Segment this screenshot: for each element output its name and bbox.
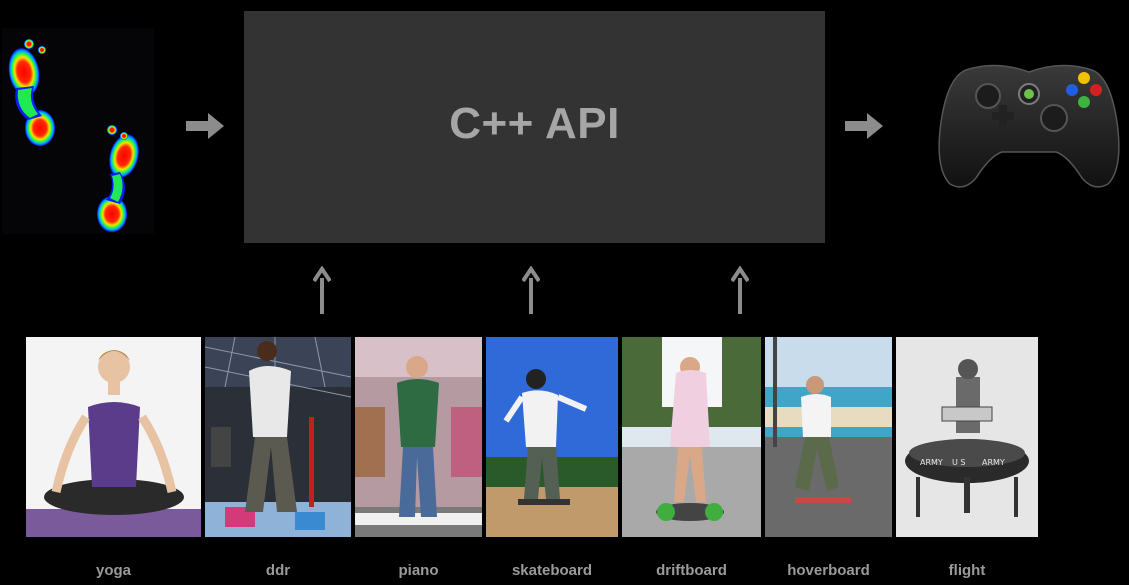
footprint-heatmap-icon <box>8 39 139 232</box>
piano-photo <box>355 337 482 537</box>
caption-skateboard: skateboard <box>511 562 593 579</box>
footprint-heatmap-image <box>2 28 154 234</box>
caption-driftboard: driftboard <box>656 562 727 579</box>
api-label: C++ API <box>449 99 620 148</box>
svg-text:ARMY: ARMY <box>920 458 943 467</box>
caption-piano: piano <box>398 562 439 579</box>
arrow-right-icon <box>186 113 224 139</box>
caption-yoga: yoga <box>95 562 131 579</box>
caption-hoverboard: hoverboard <box>787 562 870 579</box>
game-controller-icon <box>938 64 1120 188</box>
svg-text:ARMY: ARMY <box>982 458 1005 467</box>
arrow-right-icon <box>845 113 883 139</box>
arrow-up-icon <box>313 266 331 314</box>
svg-text:U S: U S <box>952 458 965 467</box>
driftboard-photo <box>622 337 761 537</box>
ddr-photo <box>205 337 351 537</box>
skateboard-photo <box>486 337 618 537</box>
hoverboard-photo <box>765 337 892 537</box>
caption-ddr: ddr <box>265 562 291 579</box>
arrow-up-icon <box>522 266 540 314</box>
cpp-api-box: C++ API <box>244 11 825 243</box>
flight-photo: ARMY U S ARMY <box>896 337 1038 537</box>
yoga-photo <box>26 337 201 537</box>
caption-flight: flight <box>948 562 986 579</box>
arrow-up-icon <box>731 266 749 314</box>
